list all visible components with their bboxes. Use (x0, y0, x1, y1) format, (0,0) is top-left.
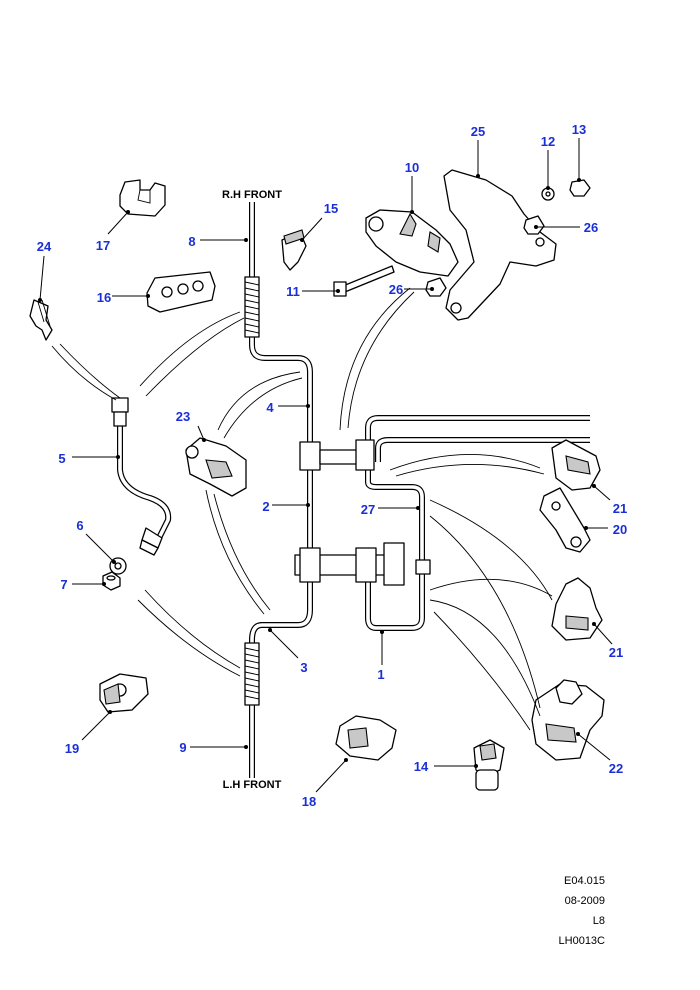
part-10-valve (365, 209, 459, 277)
callout-24: 24 (37, 239, 52, 254)
callout-11: 11 (286, 284, 300, 299)
part-22-large-clip (531, 679, 605, 761)
part-15-push-clip (281, 229, 307, 271)
leader-lines (38, 138, 613, 793)
reference-line-1: E04.015 (564, 875, 605, 887)
callout-numbers: 1 2 3 4 5 6 7 8 9 10 11 12 13 14 15 16 1… (37, 122, 627, 809)
part-23-clip (185, 437, 247, 497)
callout-4: 4 (266, 400, 274, 415)
callout-21-lower: 21 (609, 645, 623, 660)
callout-17: 17 (96, 238, 110, 253)
callout-14: 14 (414, 759, 429, 774)
callout-7: 7 (60, 577, 67, 592)
part-14-stud-clip (473, 739, 505, 791)
callout-15: 15 (324, 201, 338, 216)
callout-6: 6 (76, 518, 83, 533)
callout-16: 16 (97, 290, 111, 305)
callout-18: 18 (302, 794, 316, 809)
reference-line-4: LH0013C (559, 935, 606, 947)
part-16-triple-clip (146, 271, 216, 313)
callout-3: 3 (300, 660, 307, 675)
callout-2: 2 (262, 499, 269, 514)
callout-22: 22 (609, 761, 623, 776)
pipe-coil-upper (244, 276, 260, 338)
callout-5: 5 (58, 451, 65, 466)
part-20-bracket (539, 487, 591, 553)
main-pipe-network (249, 202, 590, 778)
part-21-clip-lower (551, 577, 603, 641)
part-5-flexible-hose (111, 397, 172, 556)
callout-12: 12 (541, 134, 555, 149)
callout-9: 9 (179, 740, 186, 755)
part-21-clip-upper (551, 439, 601, 491)
connection-arcs (51, 287, 553, 731)
reference-block: E04.015 08-2009 L8 LH0013C (559, 875, 606, 947)
callout-21-upper: 21 (613, 501, 627, 516)
callout-23: 23 (176, 409, 190, 424)
junction-lower (294, 542, 431, 586)
callout-27: 27 (361, 502, 375, 517)
callout-25: 25 (471, 124, 485, 139)
junction-upper (299, 439, 375, 471)
part-26-nut-left (425, 277, 447, 297)
part-25-bracket-plate (443, 169, 557, 321)
part-7-nut (102, 571, 121, 591)
part-19-clip (99, 673, 149, 713)
reference-line-3: L8 (593, 915, 605, 927)
caption-rh-front: R.H FRONT (222, 189, 282, 201)
callout-10: 10 (405, 160, 419, 175)
pipe-coil-lower (244, 642, 260, 706)
callout-20: 20 (613, 522, 627, 537)
part-18-clip (335, 715, 397, 761)
part-24-spring-clip (29, 299, 53, 341)
callout-19: 19 (65, 741, 79, 756)
callout-1: 1 (377, 667, 384, 682)
reference-line-2: 08-2009 (565, 895, 605, 907)
callout-13: 13 (572, 122, 586, 137)
callout-26-right: 26 (584, 220, 598, 235)
part-13-nut (569, 179, 591, 197)
callout-26-left: 26 (389, 282, 403, 297)
part-26-nut-right (523, 215, 545, 235)
callout-8: 8 (188, 234, 195, 249)
caption-lh-front: L.H FRONT (223, 779, 282, 791)
part-11-bolt (333, 265, 395, 297)
